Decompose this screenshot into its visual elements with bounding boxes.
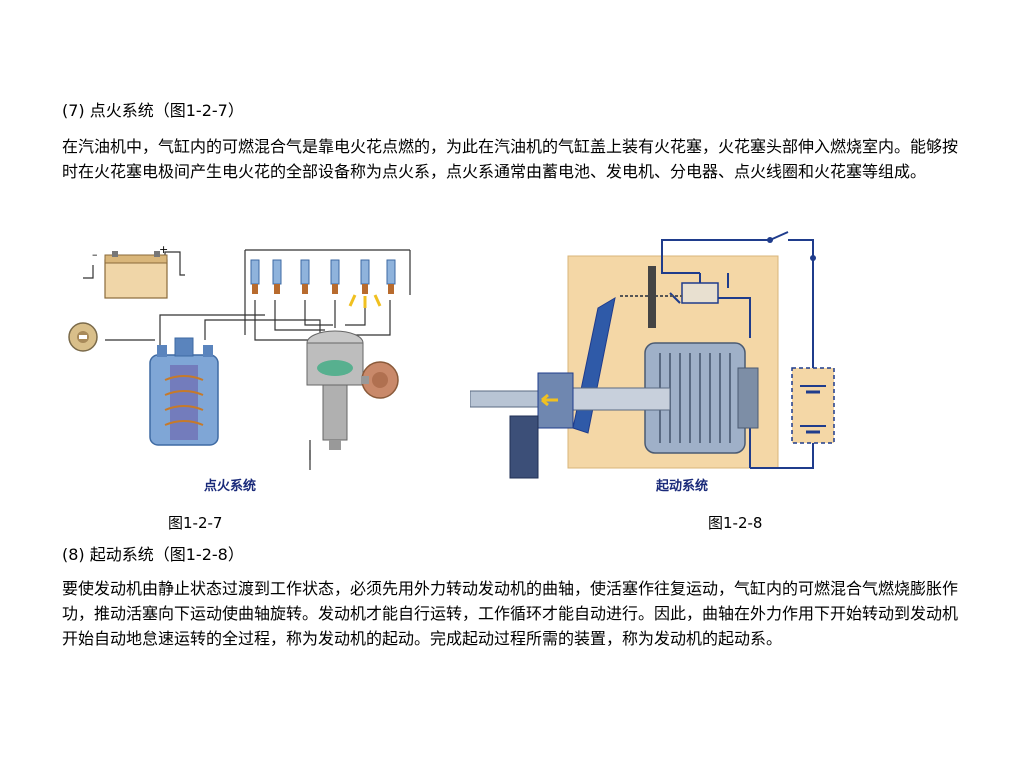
section-heading-starting: (8) 起动系统（图1-2-8）	[62, 545, 244, 564]
figure-caption-ignition: 图1-2-7	[168, 514, 223, 532]
starter-motor	[470, 342, 759, 454]
figure-image-label-ignition: 点火系统	[204, 478, 256, 494]
solenoid	[620, 266, 719, 328]
paragraph-starting: 要使发动机由静止状态过渡到工作状态，必须先用外力转动发动机的曲轴，使活塞作往复运…	[62, 579, 959, 648]
starting-system-diagram: 起动系统	[470, 228, 850, 500]
paragraph-ignition: 在汽油机中，气缸内的可燃混合气是靠电火花点燃的，为此在汽油机的气缸盖上装有火花塞…	[62, 137, 959, 181]
distributor	[306, 330, 399, 450]
spark-plugs	[250, 259, 396, 308]
battery-minus-label: –	[92, 248, 98, 261]
battery-box	[791, 367, 835, 444]
ignition-switch	[68, 322, 98, 352]
section-heading-ignition: (7) 点火系统（图1-2-7）	[62, 101, 244, 120]
figure-caption-starting: 图1-2-8	[708, 514, 763, 532]
figure-image-label-starting: 起动系统	[655, 478, 708, 494]
ignition-system-diagram: – +	[65, 240, 415, 498]
battery: – +	[92, 243, 168, 299]
pinion-gear	[509, 372, 574, 479]
battery-plus-label: +	[159, 243, 168, 256]
ignition-coil	[149, 337, 219, 446]
